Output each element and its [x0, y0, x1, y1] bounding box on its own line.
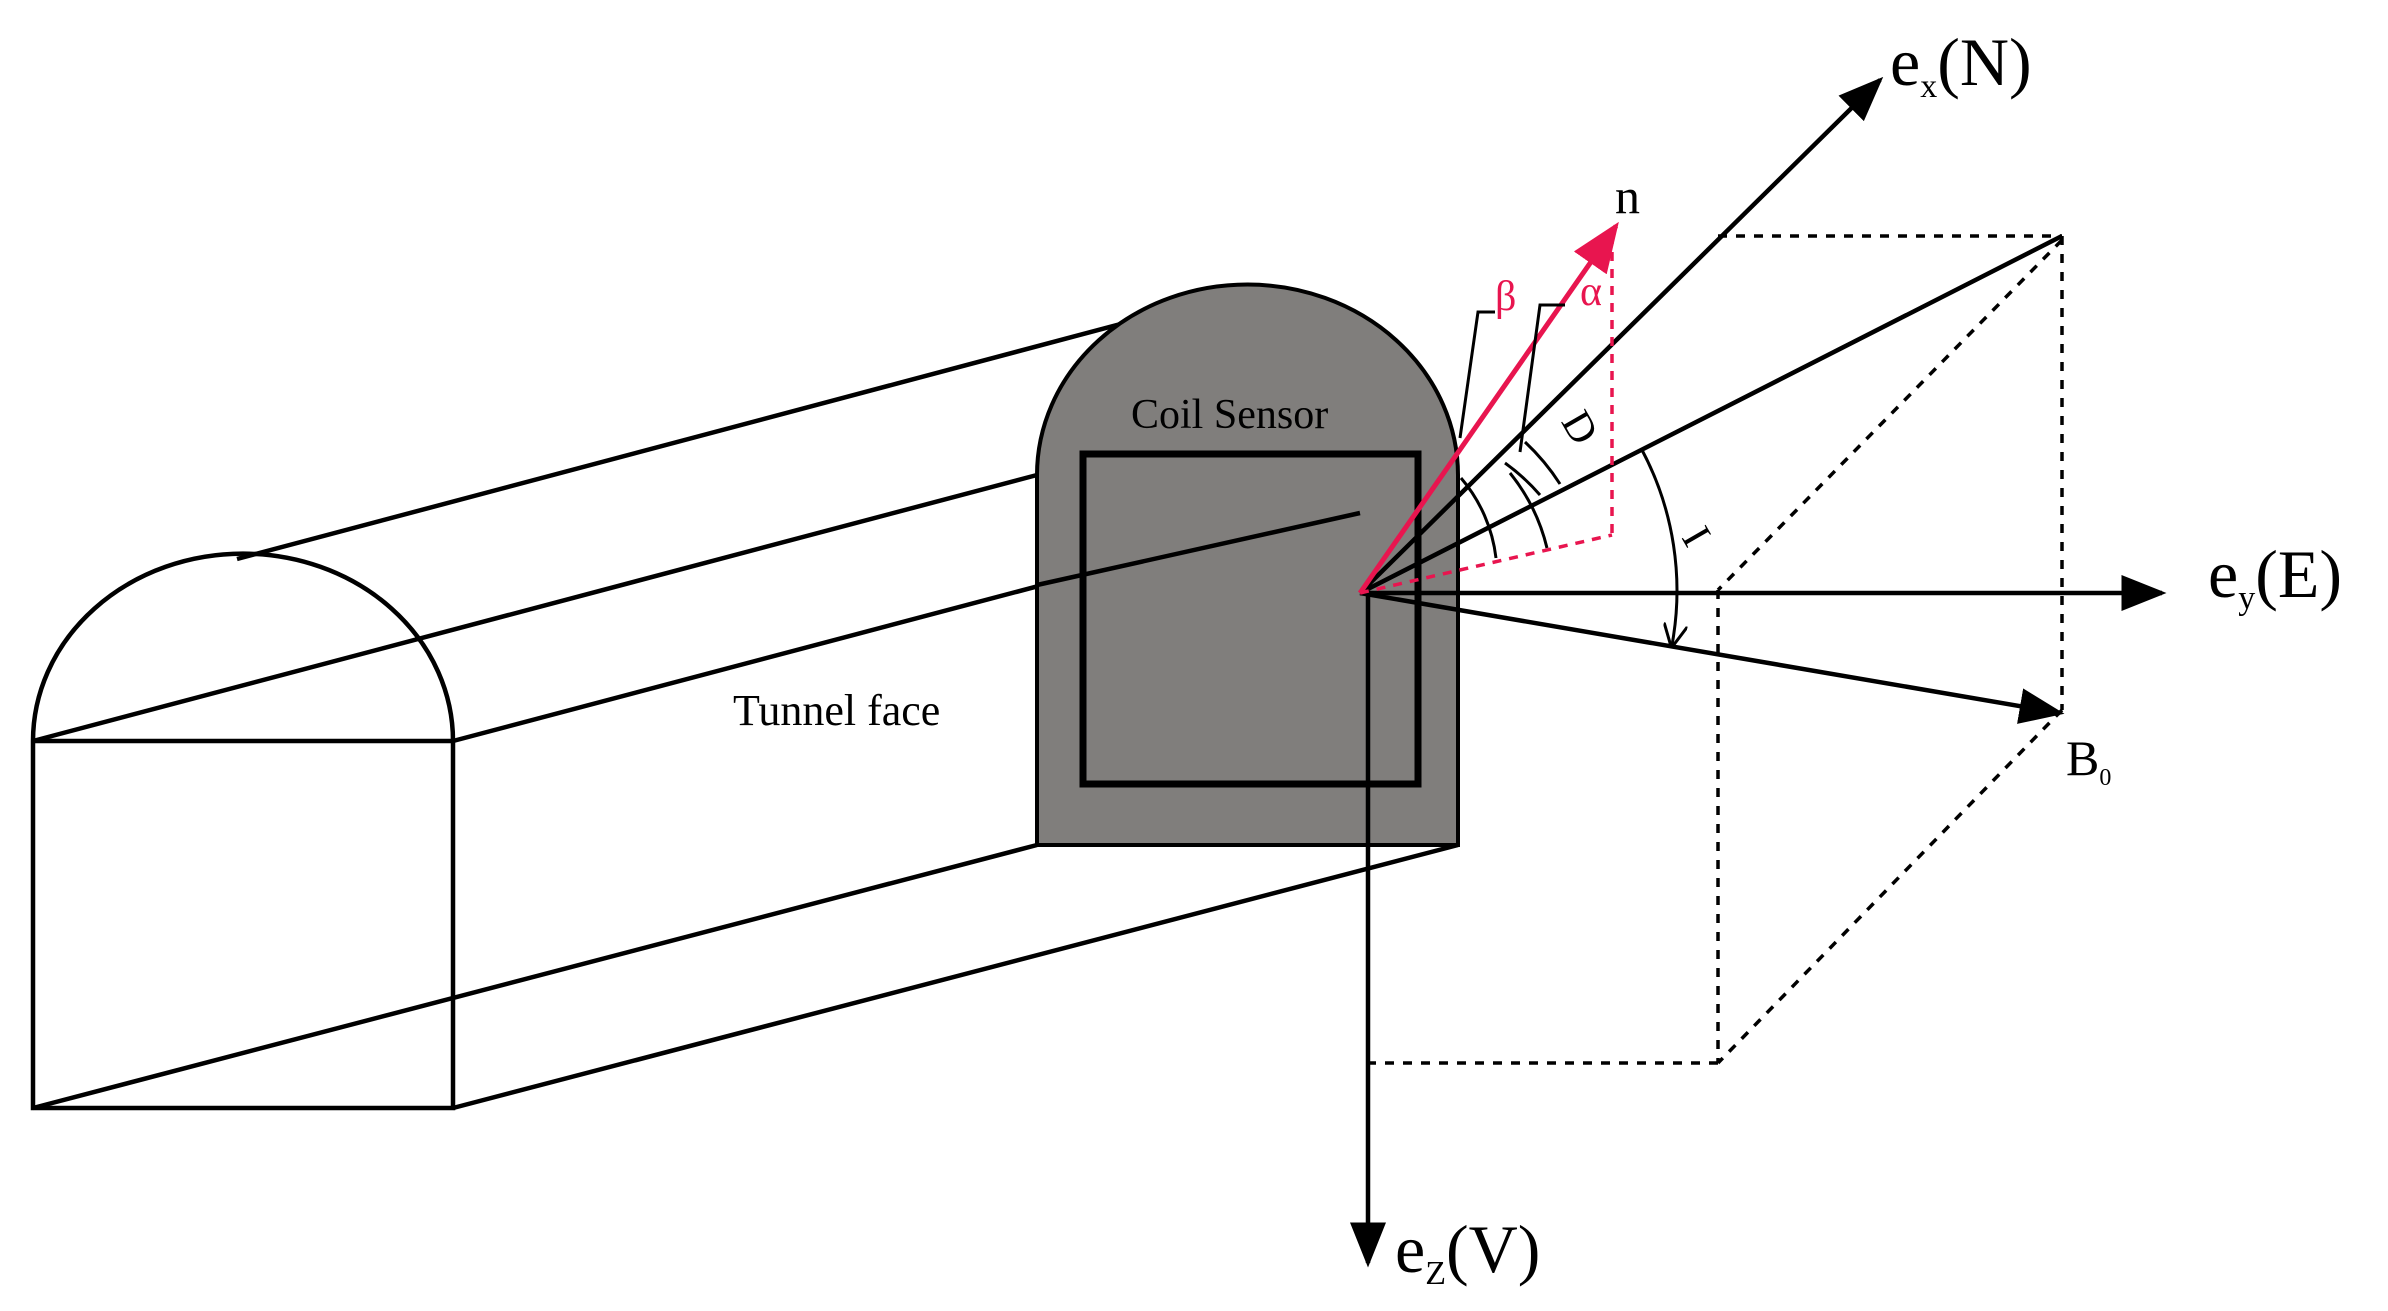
beta-angle-arc: [1459, 477, 1498, 559]
tunnel-face-label: Tunnel face: [733, 686, 940, 735]
declination-label: D: [1552, 403, 1607, 452]
normal-vector-n: [1357, 221, 1619, 595]
projection-box: [1368, 234, 2064, 1065]
b0-label: B0: [2066, 730, 2111, 791]
tunnel-inner-line: [1036, 510, 1361, 588]
b0-vector-arrow: [1359, 590, 2065, 724]
tunnel-face: [1035, 282, 1460, 847]
inclination-angle-arc: [1640, 449, 1677, 645]
ey-axis-label: ey(E): [2208, 536, 2342, 617]
tunnel-structure: [30, 288, 1459, 1111]
ex-axis-label: ex(N): [1890, 24, 2032, 105]
horizontal-component-line: [1358, 233, 2064, 596]
coil-sensor-label: Coil Sensor: [1131, 392, 1328, 438]
inclination-label: I: [1672, 519, 1719, 554]
declination-angle-arc: [1523, 440, 1562, 485]
coil-sensor-loop: [1079, 450, 1422, 788]
declination-angle-arc-2: [1504, 461, 1542, 496]
normal-n-label: n: [1615, 168, 1640, 224]
tunnel-edge-left-spring: [32, 472, 1038, 744]
tunnel-near-end-outline: [30, 551, 456, 1111]
alpha-angle-arc: [1508, 472, 1549, 549]
tunnel-edge-bottom-right: [452, 842, 1459, 1111]
beta-label: β: [1495, 274, 1516, 320]
beta-leader: [1458, 310, 1495, 439]
tunnel-edge-bottom-left: [32, 842, 1038, 1111]
tunnel-edge-top: [236, 288, 1246, 562]
alpha-leader: [1518, 303, 1565, 453]
alpha-label: α: [1580, 269, 1602, 315]
ez-axis-label: eZ(V): [1395, 1211, 1540, 1292]
ex-axis-arrow: [1358, 76, 1884, 595]
